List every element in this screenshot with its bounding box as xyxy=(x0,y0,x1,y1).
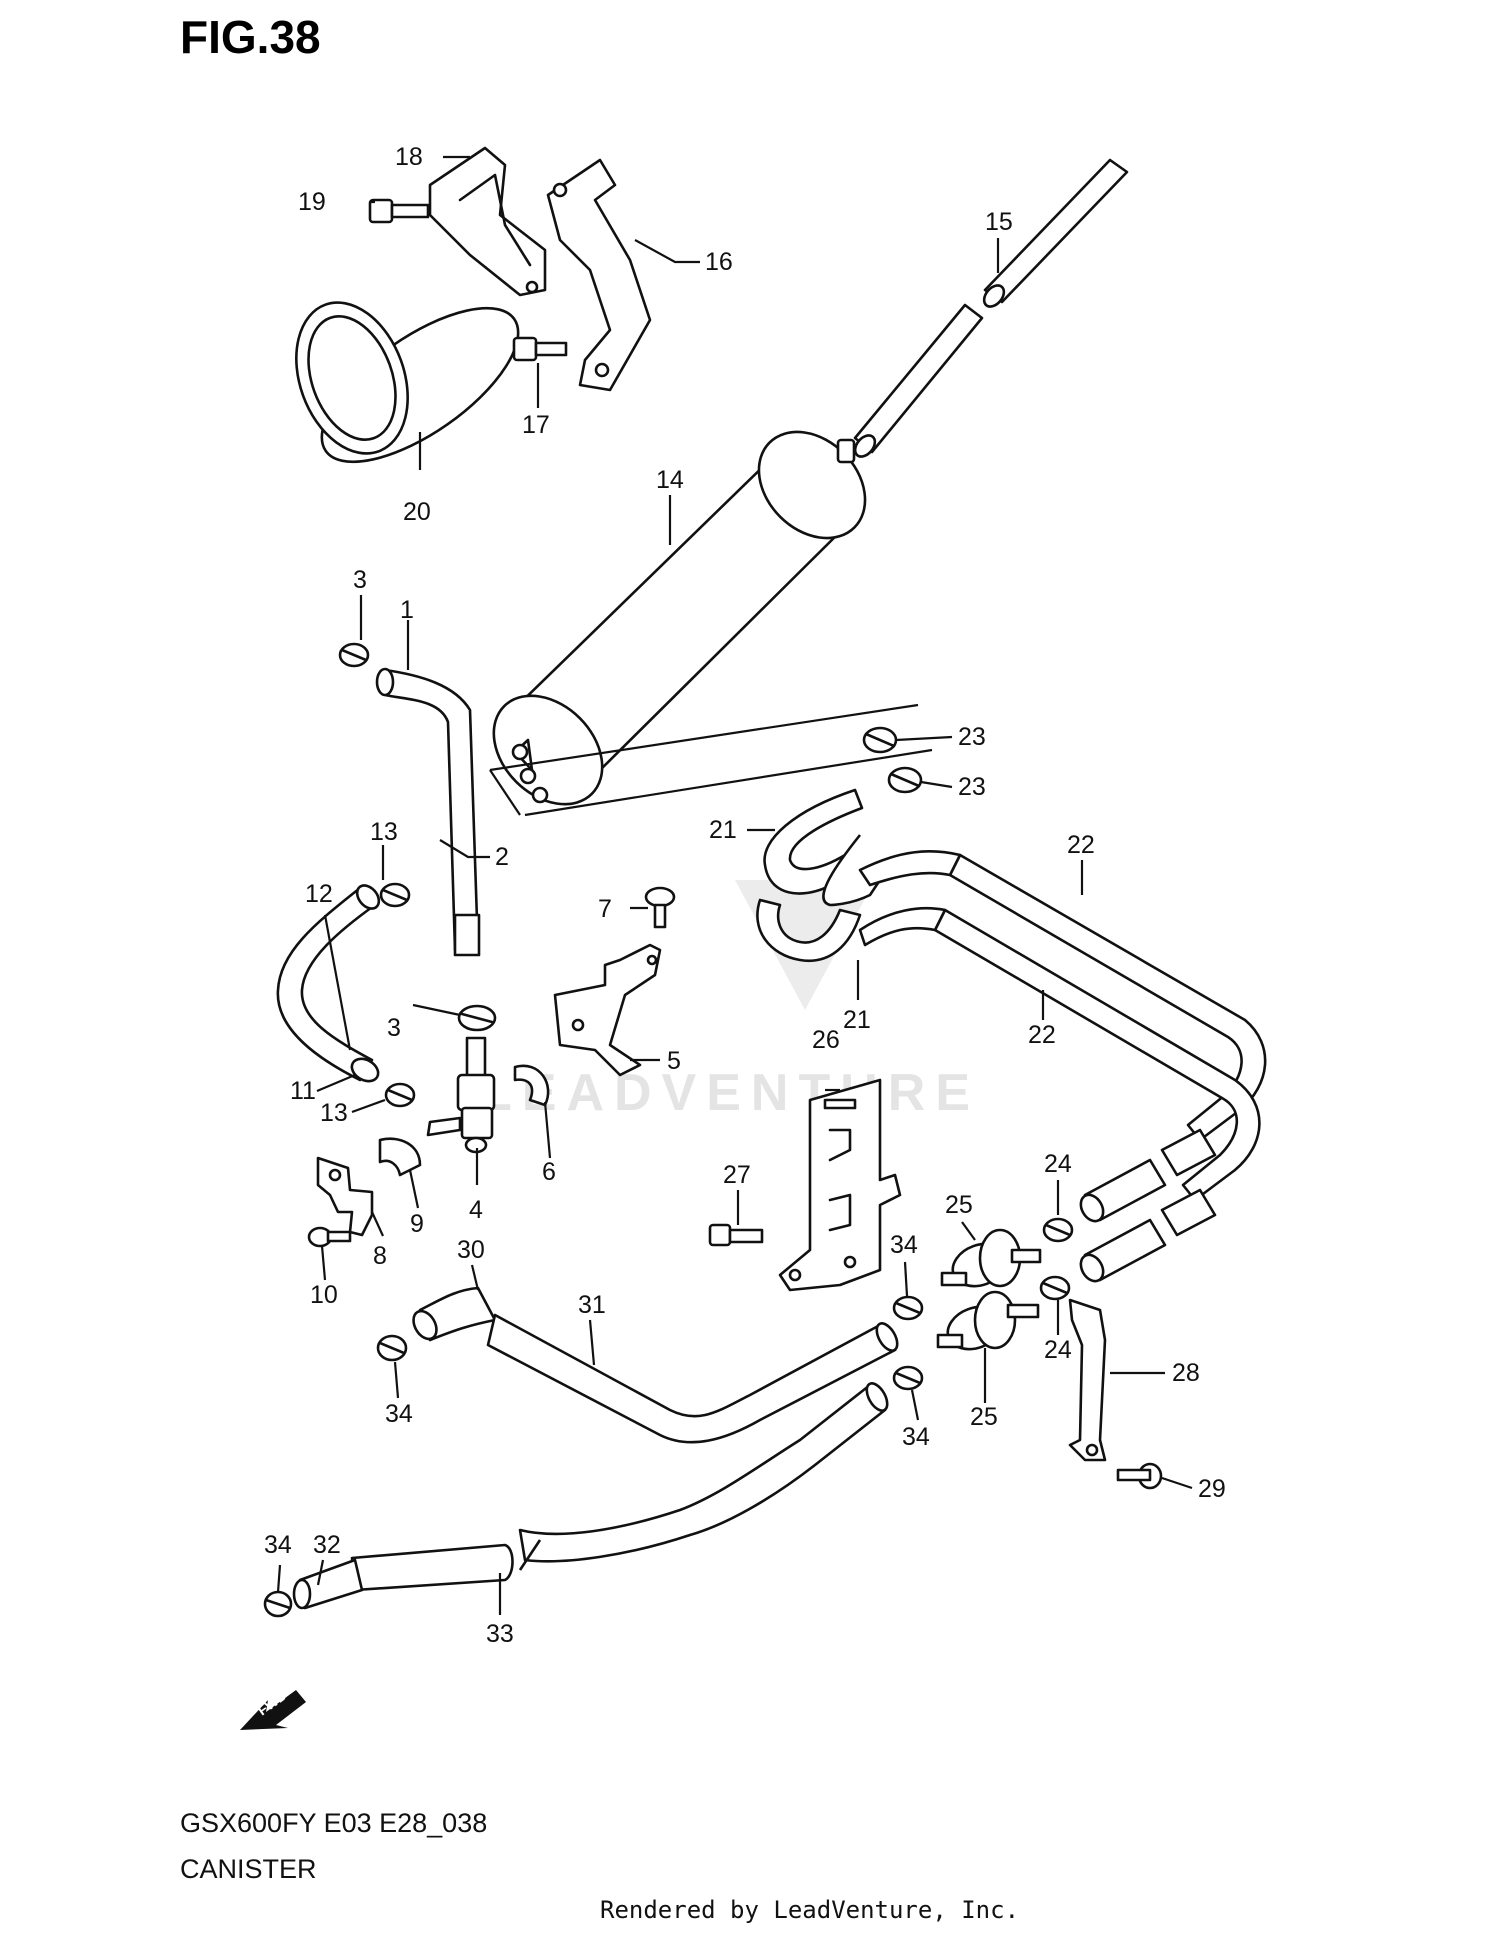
callout-18: 18 xyxy=(395,143,423,171)
part-13-clamp-upper[interactable] xyxy=(379,882,411,908)
callout-13-upper: 13 xyxy=(370,818,398,846)
watermark-text: LEADVENTURE xyxy=(480,1064,980,1122)
callout-15: 15 xyxy=(985,208,1013,236)
callout-34-a: 34 xyxy=(385,1400,413,1428)
part-3-clamp-upper[interactable] xyxy=(338,642,370,668)
callout-25-upper: 25 xyxy=(945,1191,973,1219)
callout-9: 9 xyxy=(410,1210,424,1238)
callout-34-c: 34 xyxy=(890,1231,918,1259)
callout-22-lower: 22 xyxy=(1028,1021,1056,1049)
leader-lines xyxy=(276,155,1193,1615)
callout-3-upper: 3 xyxy=(353,566,367,594)
part-9-clip[interactable] xyxy=(378,1137,422,1177)
part-10-screw[interactable] xyxy=(307,1226,352,1248)
callout-12: 12 xyxy=(305,880,333,908)
callout-21-lower: 21 xyxy=(843,1006,871,1034)
callout-24-lower: 24 xyxy=(1044,1336,1072,1364)
part-27-bolt[interactable] xyxy=(708,1223,764,1247)
callout-21-upper: 21 xyxy=(709,816,737,844)
part-18-bracket-half[interactable] xyxy=(428,146,547,297)
part-13-clamp-lower[interactable] xyxy=(384,1082,416,1108)
callout-28: 28 xyxy=(1172,1359,1200,1387)
callout-1: 1 xyxy=(400,596,414,624)
part-23-clamp-upper[interactable] xyxy=(862,726,898,754)
part-20-rubber-cushion[interactable] xyxy=(276,280,541,491)
part-24-clamp-upper[interactable] xyxy=(1042,1217,1074,1243)
part-15-hose[interactable] xyxy=(851,158,1129,460)
callout-7: 7 xyxy=(598,895,612,923)
callout-34-b: 34 xyxy=(264,1531,292,1559)
part-5-bracket[interactable] xyxy=(553,943,662,1077)
callout-labels: 1 2 3 3 4 5 6 7 8 9 10 11 12 13 13 14 15… xyxy=(264,143,1226,1648)
callout-2: 2 xyxy=(495,843,509,871)
part-34-clamp-32[interactable] xyxy=(263,1590,293,1618)
part-3-clamp-lower[interactable] xyxy=(457,1004,497,1032)
callout-27: 27 xyxy=(723,1161,751,1189)
part-7-screw[interactable] xyxy=(644,886,676,929)
part-25-filter-upper[interactable] xyxy=(940,1228,1042,1293)
callout-23-lower: 23 xyxy=(958,773,986,801)
render-credit: Rendered by LeadVenture, Inc. xyxy=(600,1896,1020,1924)
callout-13-lower: 13 xyxy=(320,1099,348,1127)
callout-3-lower: 3 xyxy=(387,1014,401,1042)
part-24-clamp-lower[interactable] xyxy=(1039,1275,1071,1301)
callout-16: 16 xyxy=(705,248,733,276)
callout-14: 14 xyxy=(656,466,684,494)
part-26-bracket[interactable] xyxy=(778,1078,902,1292)
callout-4: 4 xyxy=(469,1196,483,1224)
figure-title: FIG.38 xyxy=(180,11,321,63)
callout-8: 8 xyxy=(373,1242,387,1270)
callout-6: 6 xyxy=(542,1158,556,1186)
part-12-hose[interactable] xyxy=(276,881,383,1085)
callout-23-upper: 23 xyxy=(958,723,986,751)
fwd-arrow-icon: FWD xyxy=(240,1687,306,1730)
part-29-screw[interactable] xyxy=(1116,1462,1163,1490)
callout-34-d: 34 xyxy=(902,1423,930,1451)
callout-19: 19 xyxy=(298,188,326,216)
section-name: CANISTER xyxy=(180,1854,317,1884)
part-34-clamp-30[interactable] xyxy=(376,1334,408,1362)
part-16-bracket-half[interactable] xyxy=(546,158,652,392)
callout-5: 5 xyxy=(667,1047,681,1075)
callout-22-upper: 22 xyxy=(1067,831,1095,859)
callout-24-upper: 24 xyxy=(1044,1150,1072,1178)
part-34-clamp-upper-filter[interactable] xyxy=(892,1295,924,1321)
callout-33: 33 xyxy=(486,1620,514,1648)
hose-end-segments[interactable] xyxy=(1076,1128,1217,1285)
part-6-clip[interactable] xyxy=(513,1064,550,1107)
callout-29: 29 xyxy=(1198,1475,1226,1503)
part-22-hose[interactable] xyxy=(858,850,1267,1202)
callout-25-lower: 25 xyxy=(970,1403,998,1431)
callout-17: 17 xyxy=(522,411,550,439)
part-17-bolt[interactable] xyxy=(512,336,568,362)
part-25-filter-lower[interactable] xyxy=(936,1290,1040,1356)
part-33-hose[interactable] xyxy=(350,1380,891,1592)
callout-11: 11 xyxy=(290,1077,316,1105)
part-1-2-hose[interactable] xyxy=(375,667,481,957)
part-21-hose[interactable] xyxy=(756,788,882,963)
canister-connection-lines xyxy=(489,703,933,817)
part-19-bolt[interactable] xyxy=(368,198,430,224)
callout-31: 31 xyxy=(578,1291,606,1319)
callout-30: 30 xyxy=(457,1236,485,1264)
part-14-canister[interactable] xyxy=(472,411,886,826)
part-28-bracket[interactable] xyxy=(1068,1298,1107,1462)
part-34-clamp-lower-filter[interactable] xyxy=(892,1365,924,1391)
part-32-joint[interactable] xyxy=(292,1558,364,1610)
part-23-clamp-lower[interactable] xyxy=(887,766,923,794)
callout-20: 20 xyxy=(403,498,431,526)
callout-26: 26 xyxy=(812,1026,840,1054)
part-30-31-hose[interactable] xyxy=(409,1286,902,1444)
callout-32: 32 xyxy=(313,1531,341,1559)
callout-10: 10 xyxy=(310,1281,338,1309)
model-code: GSX600FY E03 E28_038 xyxy=(180,1808,488,1838)
part-8-bracket[interactable] xyxy=(316,1156,374,1237)
part-4-valve[interactable] xyxy=(426,1036,496,1154)
